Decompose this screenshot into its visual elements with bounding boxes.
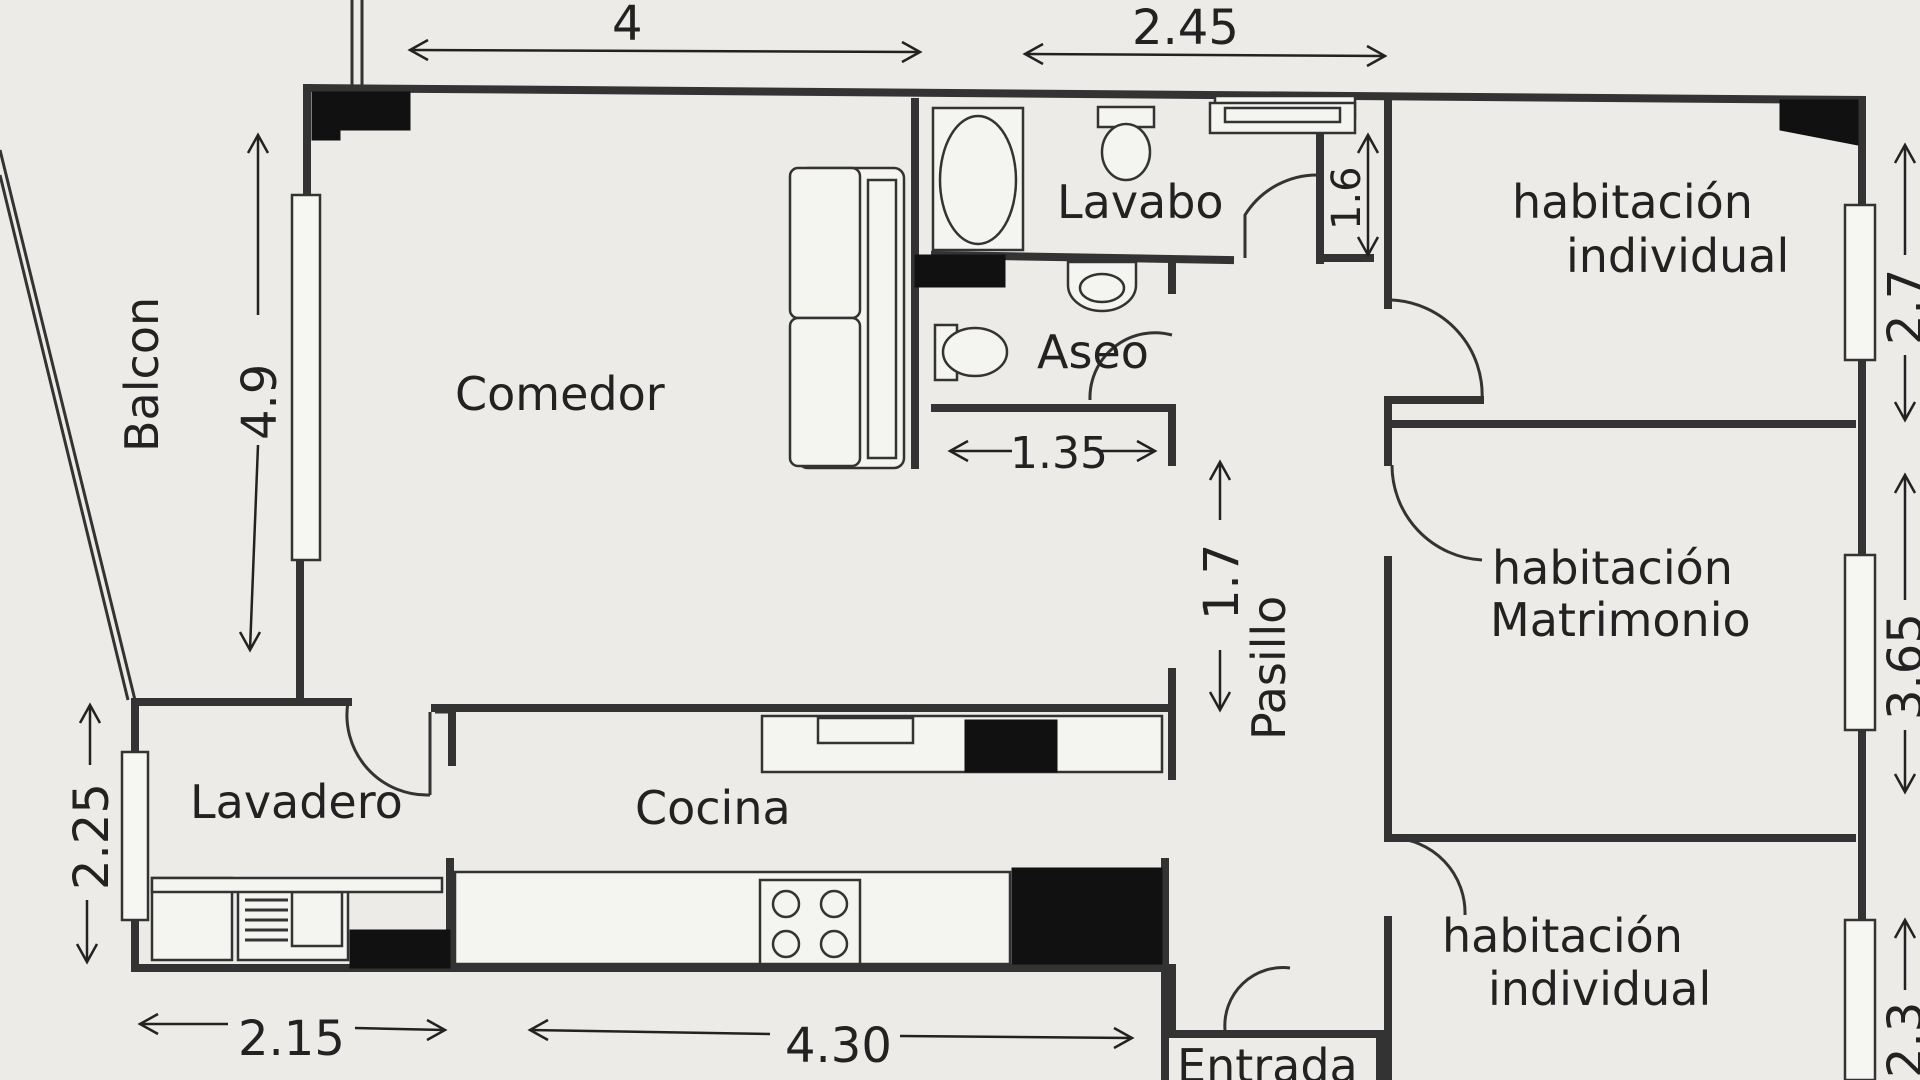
wall-corners	[311, 91, 1859, 969]
dim-right-bottom: 2.3	[1878, 1002, 1920, 1078]
room-cocina: Cocina	[635, 781, 791, 835]
room-entrada: Entrada	[1177, 1039, 1358, 1080]
dim-lavabo-vertical: 1.6	[1324, 166, 1370, 230]
dimension-lines	[75, 38, 1917, 1050]
room-hab-matrimonio-line1: habitación	[1492, 541, 1733, 595]
dim-pasillo-vertical: 1.7	[1194, 544, 1250, 620]
fridge-top	[964, 719, 1058, 773]
dimension-labels: 4 2.45 4.9 1.6 1.35 1.7 2.7 3.65 2.3 2.2…	[64, 0, 1920, 1078]
room-comedor: Comedor	[455, 367, 665, 421]
bathtub-basin	[938, 114, 1018, 246]
aseo-toilet-bowl	[941, 326, 1009, 378]
dim-right-top: 2.7	[1878, 269, 1920, 345]
room-hab-matrimonio-line2: Matrimonio	[1490, 593, 1751, 647]
room-aseo: Aseo	[1037, 325, 1149, 379]
dim-top-right: 2.45	[1132, 0, 1239, 56]
dim-right-middle: 3.65	[1878, 613, 1920, 720]
room-hab-individual-1-line1: habitación	[1512, 175, 1753, 229]
room-lavabo: Lavabo	[1057, 175, 1224, 229]
dim-lavadero-vertical: 2.25	[64, 783, 120, 890]
dim-aseo-width: 1.35	[1010, 428, 1108, 479]
room-lavadero: Lavadero	[190, 775, 403, 829]
dim-left-vertical: 4.9	[232, 364, 288, 440]
bathroom-fixtures	[931, 101, 1357, 382]
room-balcon: Balcon	[115, 297, 169, 452]
room-pasillo: Pasillo	[1242, 596, 1296, 740]
balcony-railing	[0, 0, 364, 701]
walls	[131, 83, 1866, 1080]
oven	[1011, 867, 1163, 965]
kitchen-fixtures	[150, 714, 1164, 966]
room-labels: Comedor Lavabo Aseo habitación individua…	[115, 175, 1789, 1080]
sofa	[788, 166, 906, 470]
doors	[345, 173, 1484, 1031]
bottom-counter	[453, 870, 1012, 966]
room-hab-individual-1-line2: individual	[1566, 229, 1789, 283]
dim-bottom-left: 2.15	[238, 1011, 345, 1067]
room-hab-individual-2-line2: individual	[1488, 962, 1711, 1016]
dim-top-left: 4	[612, 0, 643, 52]
toilet-bowl	[1100, 122, 1152, 182]
room-hab-individual-2-line1: habitación	[1442, 909, 1683, 963]
dim-bottom-right: 4.30	[785, 1018, 892, 1074]
